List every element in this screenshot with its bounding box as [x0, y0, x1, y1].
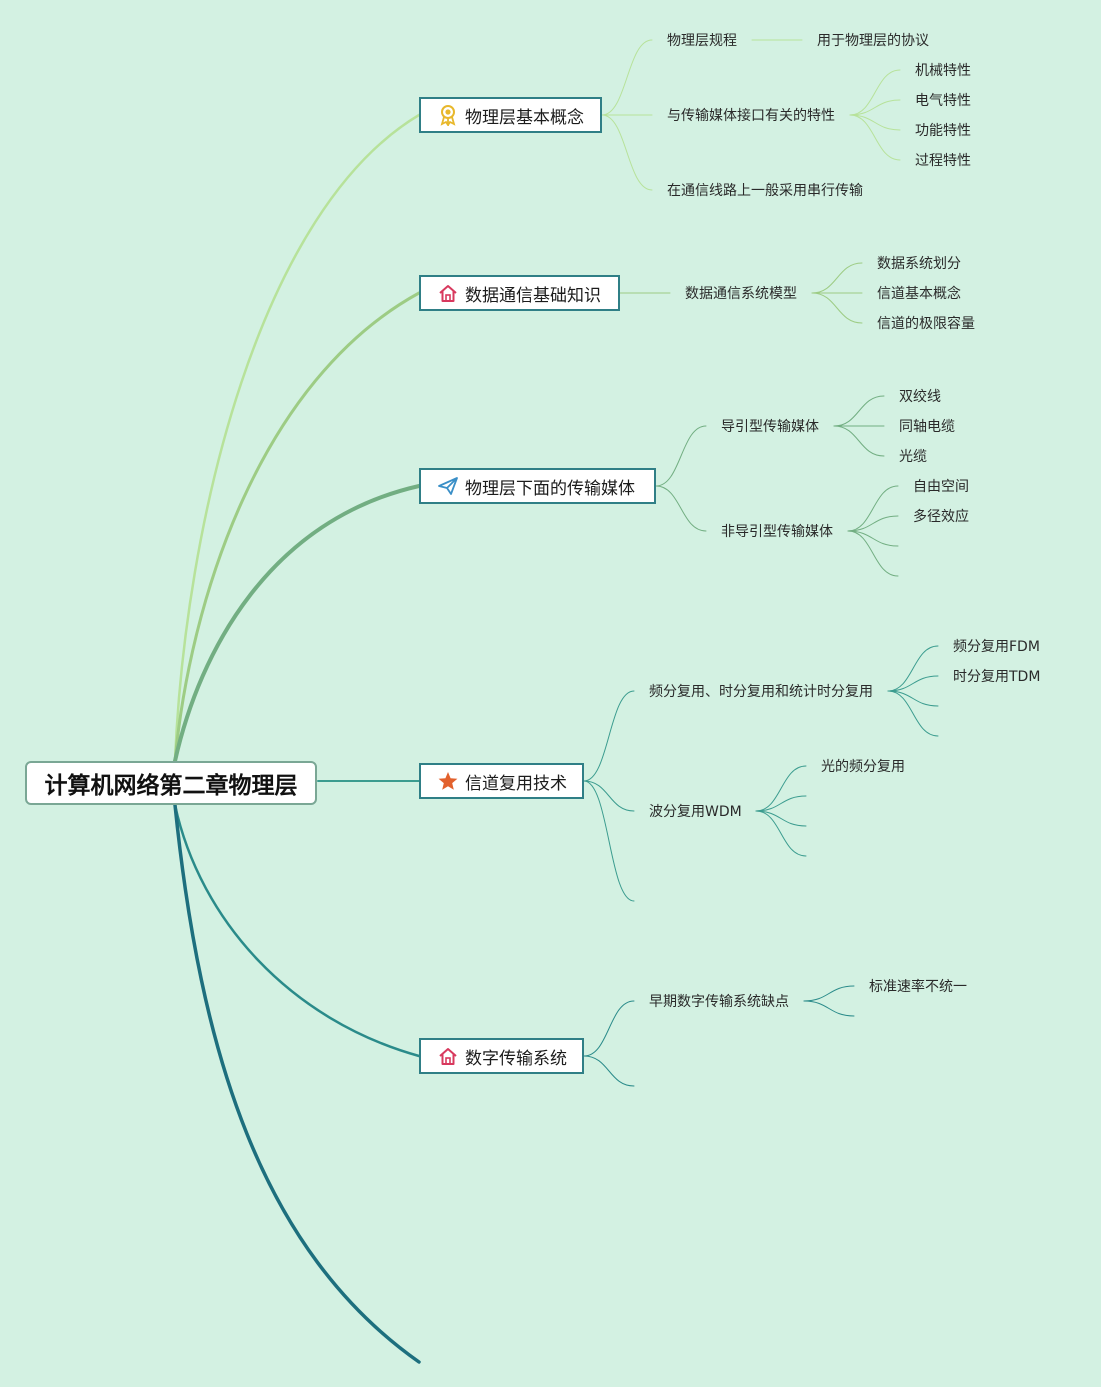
root-topic[interactable]: 计算机网络第二章物理层 [25, 761, 317, 805]
child-line [803, 985, 855, 1002]
topic-physical-layer-basics[interactable]: 物理层基本概念 [419, 97, 602, 133]
child-line [583, 1000, 635, 1057]
leaf-rate-not-unified[interactable]: 标准速率不统一 [869, 979, 967, 995]
child-line [847, 530, 899, 547]
leaf-multipath-effect[interactable]: 多径效应 [913, 509, 969, 525]
leaf-electrical[interactable]: 电气特性 [915, 93, 971, 109]
subtopic-serial-transmission[interactable]: 在通信线路上一般采用串行传输 [667, 183, 863, 199]
home-icon [437, 282, 459, 304]
topic-label: 信道复用技术 [465, 773, 567, 794]
leaf-functional[interactable]: 功能特性 [915, 123, 971, 139]
child-line [755, 765, 807, 812]
child-line [803, 1000, 855, 1017]
topic-label: 物理层基本概念 [465, 107, 584, 128]
branch-line [173, 484, 421, 763]
branch-line [173, 113, 421, 763]
child-line [755, 795, 807, 812]
child-line [847, 530, 899, 577]
subtopic-media-interface-characteristics[interactable]: 与传输媒体接口有关的特性 [667, 108, 835, 124]
branch-line [173, 803, 421, 1058]
child-line [833, 425, 885, 457]
topic-data-communication-basics[interactable]: 数据通信基础知识 [419, 275, 620, 311]
child-line [849, 69, 901, 116]
topic-label: 数字传输系统 [465, 1048, 567, 1069]
child-line [847, 515, 899, 532]
subtopic-communication-system-model[interactable]: 数据通信系统模型 [685, 286, 797, 302]
branch-line [173, 291, 421, 763]
topic-digital-transmission-system[interactable]: 数字传输系统 [419, 1038, 584, 1074]
leaf-fdm[interactable]: 频分复用FDM [953, 639, 1040, 655]
child-line [755, 810, 807, 857]
root-topic-label: 计算机网络第二章物理层 [44, 773, 298, 799]
send-icon [437, 475, 459, 497]
child-line [655, 425, 707, 487]
leaf-tdm[interactable]: 时分复用TDM [953, 669, 1041, 685]
subtopic-guided-media[interactable]: 导引型传输媒体 [721, 419, 819, 435]
branch-line [173, 803, 421, 1364]
leaf-twisted-pair[interactable]: 双绞线 [899, 389, 941, 405]
child-line [601, 39, 653, 116]
child-line [811, 262, 863, 294]
child-line [601, 114, 653, 191]
child-line [887, 675, 939, 692]
child-line [811, 292, 863, 324]
topic-label: 物理层下面的传输媒体 [465, 478, 635, 499]
topic-transmission-media[interactable]: 物理层下面的传输媒体 [419, 468, 656, 504]
child-line [887, 690, 939, 737]
subtopic-unguided-media[interactable]: 非导引型传输媒体 [721, 524, 833, 540]
star-icon [437, 770, 459, 792]
child-line [583, 780, 635, 902]
child-line [583, 690, 635, 782]
subtopic-early-digital-drawbacks[interactable]: 早期数字传输系统缺点 [649, 994, 789, 1010]
subtopic-fdm-tdm-stdm[interactable]: 频分复用、时分复用和统计时分复用 [649, 684, 873, 700]
leaf-coaxial-cable[interactable]: 同轴电缆 [899, 419, 955, 435]
topic-label: 数据通信基础知识 [465, 285, 601, 306]
leaf-procedural[interactable]: 过程特性 [915, 153, 971, 169]
leaf-protocol-for-physical-layer[interactable]: 用于物理层的协议 [817, 33, 929, 49]
home-icon [437, 1045, 459, 1067]
child-line [849, 99, 901, 116]
leaf-optical-fdm[interactable]: 光的频分复用 [821, 759, 905, 775]
leaf-channel-capacity[interactable]: 信道的极限容量 [877, 316, 975, 332]
child-line [583, 1055, 635, 1087]
child-line [849, 114, 901, 131]
subtopic-physical-layer-procedure[interactable]: 物理层规程 [667, 33, 737, 49]
child-line [655, 485, 707, 532]
child-line [847, 485, 899, 532]
child-line [887, 690, 939, 707]
subtopic-wdm[interactable]: 波分复用WDM [649, 804, 742, 820]
child-line [849, 114, 901, 161]
topic-channel-multiplexing[interactable]: 信道复用技术 [419, 763, 584, 799]
leaf-free-space[interactable]: 自由空间 [913, 479, 969, 495]
child-line [755, 810, 807, 827]
child-line [887, 645, 939, 692]
child-line [583, 780, 635, 812]
leaf-optical-cable[interactable]: 光缆 [899, 449, 927, 465]
leaf-system-division[interactable]: 数据系统划分 [877, 256, 961, 272]
child-line [833, 395, 885, 427]
leaf-channel-concepts[interactable]: 信道基本概念 [877, 286, 961, 302]
leaf-mechanical[interactable]: 机械特性 [915, 63, 971, 79]
award-icon [437, 104, 459, 128]
